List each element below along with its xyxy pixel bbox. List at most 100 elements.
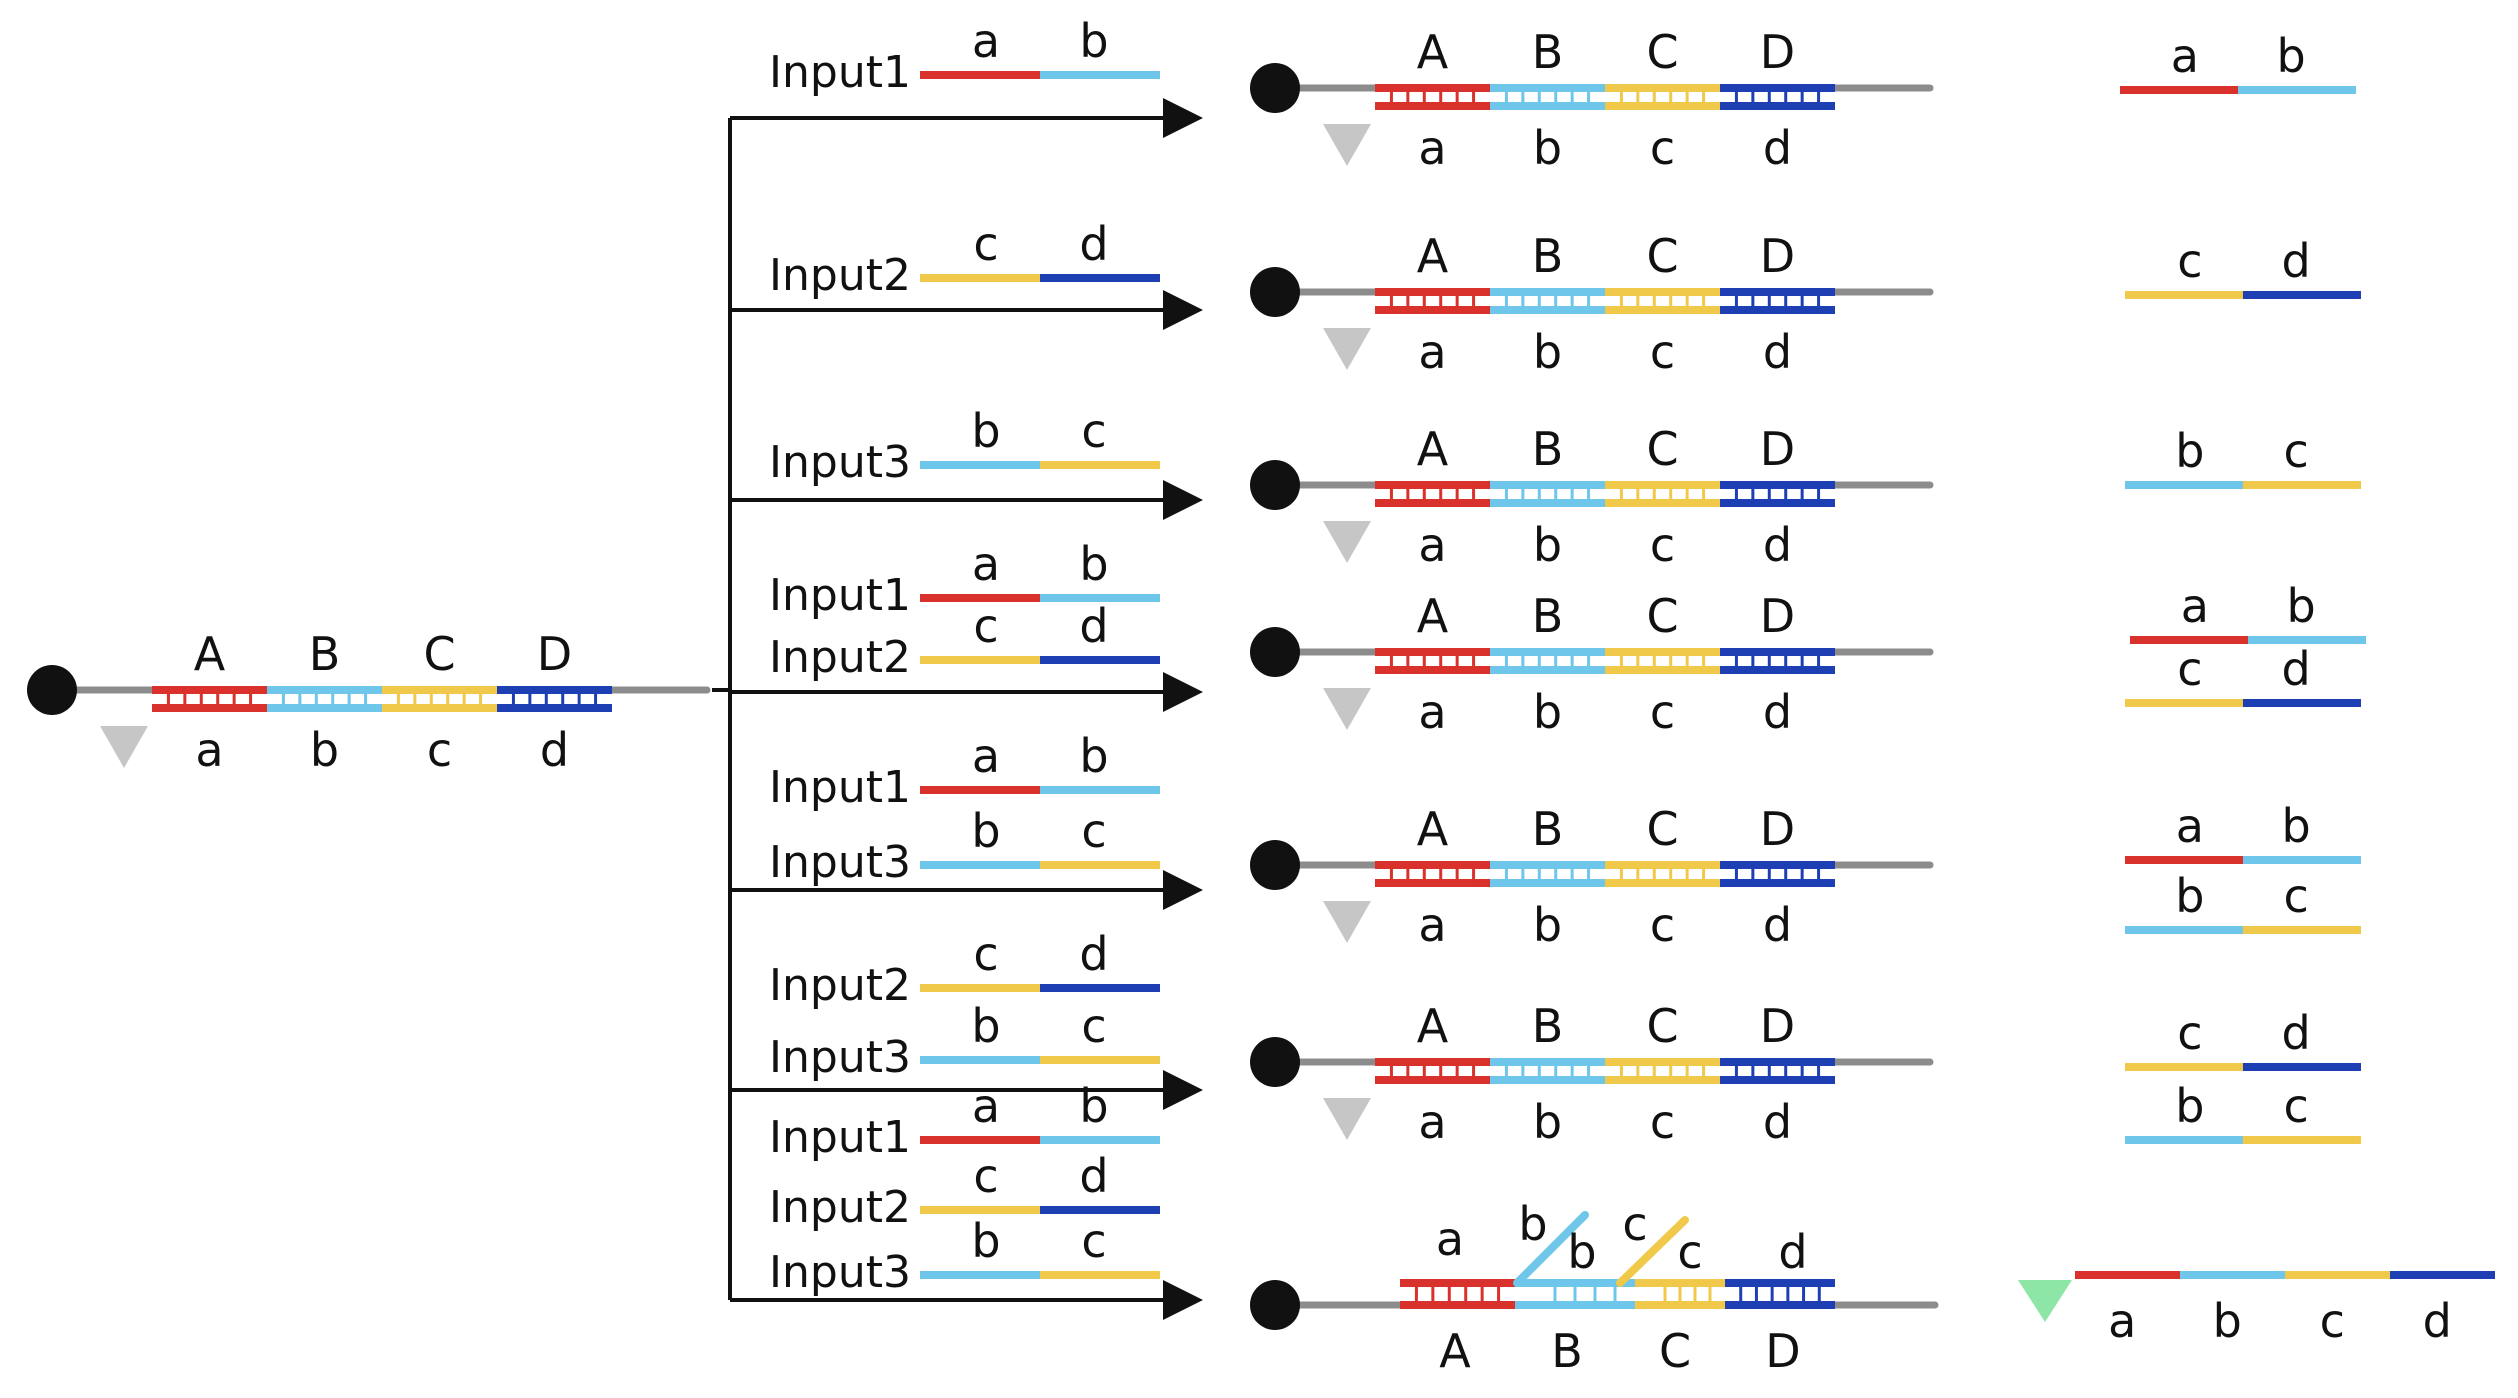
released-label-d: d	[2423, 1294, 2452, 1348]
domain-label-C: C	[1646, 25, 1678, 79]
domain-label-A: A	[1417, 229, 1449, 283]
fluorophore-triangle	[1323, 521, 1371, 563]
domain-label-c: c	[1650, 685, 1675, 739]
input-label-input2: Input2	[769, 632, 911, 683]
domain-label-c: c	[1650, 1095, 1675, 1149]
domain-label-A: A	[1417, 802, 1449, 856]
strand-label-b: b	[971, 999, 1000, 1053]
domain-label-d: d	[1763, 121, 1792, 175]
strand-label-b: b	[2281, 799, 2310, 853]
domain-label-a: a	[1418, 121, 1446, 175]
input-label-input1: Input1	[769, 1112, 911, 1163]
fluorophore-triangle	[1323, 328, 1371, 370]
strand-label-d: d	[2281, 234, 2310, 288]
strand-label-d: d	[1079, 1149, 1108, 1203]
strand-label-b: b	[2175, 869, 2204, 923]
domain-label-A: A	[1417, 422, 1449, 476]
input-label-input3: Input3	[769, 1032, 911, 1083]
domain-label-b: b	[1533, 1095, 1562, 1149]
domain-label-b: b	[310, 723, 339, 777]
final-top-label-b: b	[1518, 1197, 1547, 1251]
domain-label-C: C	[423, 627, 455, 681]
domain-label-c: c	[1650, 121, 1675, 175]
domain-label-D: D	[1760, 422, 1795, 476]
fluorophore-triangle	[1323, 688, 1371, 730]
domain-label-D: D	[1760, 25, 1795, 79]
strand-label-b: b	[971, 404, 1000, 458]
fluorophore-on-triangle	[2018, 1280, 2072, 1322]
domain-label-B: B	[1532, 25, 1564, 79]
final-bottom-label-C: C	[1659, 1324, 1691, 1378]
domain-label-b: b	[1533, 121, 1562, 175]
strand-label-b: b	[971, 804, 1000, 858]
domain-label-a: a	[1418, 898, 1446, 952]
domain-label-D: D	[1760, 589, 1795, 643]
domain-label-B: B	[1532, 422, 1564, 476]
strand-label-c: c	[973, 927, 998, 981]
quencher-dot	[1250, 840, 1300, 890]
strand-label-b: b	[2175, 424, 2204, 478]
quencher-dot	[1250, 1037, 1300, 1087]
domain-label-D: D	[537, 627, 572, 681]
quencher-dot	[1250, 267, 1300, 317]
strand-label-c: c	[2177, 234, 2202, 288]
released-label-b: b	[2213, 1294, 2242, 1348]
fluorophore-triangle	[100, 726, 148, 768]
final-top-label-d: d	[1778, 1225, 1807, 1279]
domain-label-b: b	[1533, 518, 1562, 572]
strand-label-a: a	[2176, 799, 2204, 853]
domain-label-c: c	[1650, 325, 1675, 379]
domain-label-B: B	[309, 627, 341, 681]
domain-label-a: a	[1418, 1095, 1446, 1149]
fluorophore-triangle	[1323, 124, 1371, 166]
strand-label-a: a	[972, 1079, 1000, 1133]
domain-label-A: A	[1417, 999, 1449, 1053]
strand-label-d: d	[1079, 217, 1108, 271]
strand-label-b: b	[2286, 579, 2315, 633]
input-label-input3: Input3	[769, 437, 911, 488]
strand-label-d: d	[2281, 1006, 2310, 1060]
domain-label-c: c	[427, 723, 452, 777]
strand-label-b: b	[2276, 29, 2305, 83]
final-top-label-a: a	[1436, 1212, 1464, 1266]
quencher-dot	[1250, 627, 1300, 677]
displaced-branch-b	[1513, 1211, 1589, 1287]
strand-label-c: c	[2283, 1079, 2308, 1133]
strand-label-b: b	[2175, 1079, 2204, 1133]
domain-label-B: B	[1532, 802, 1564, 856]
final-bottom-label-A: A	[1439, 1324, 1471, 1378]
domain-label-d: d	[1763, 898, 1792, 952]
input-label-input1: Input1	[769, 570, 911, 621]
strand-label-c: c	[973, 1149, 998, 1203]
domain-label-A: A	[1417, 589, 1449, 643]
strand-label-d: d	[1079, 599, 1108, 653]
domain-label-a: a	[1418, 518, 1446, 572]
strand-label-a: a	[972, 14, 1000, 68]
strand-label-c: c	[2283, 424, 2308, 478]
fluorophore-triangle	[1323, 901, 1371, 943]
strand-label-b: b	[971, 1214, 1000, 1268]
input-label-input3: Input3	[769, 1247, 911, 1298]
domain-label-B: B	[1532, 589, 1564, 643]
quencher-dot	[27, 665, 77, 715]
